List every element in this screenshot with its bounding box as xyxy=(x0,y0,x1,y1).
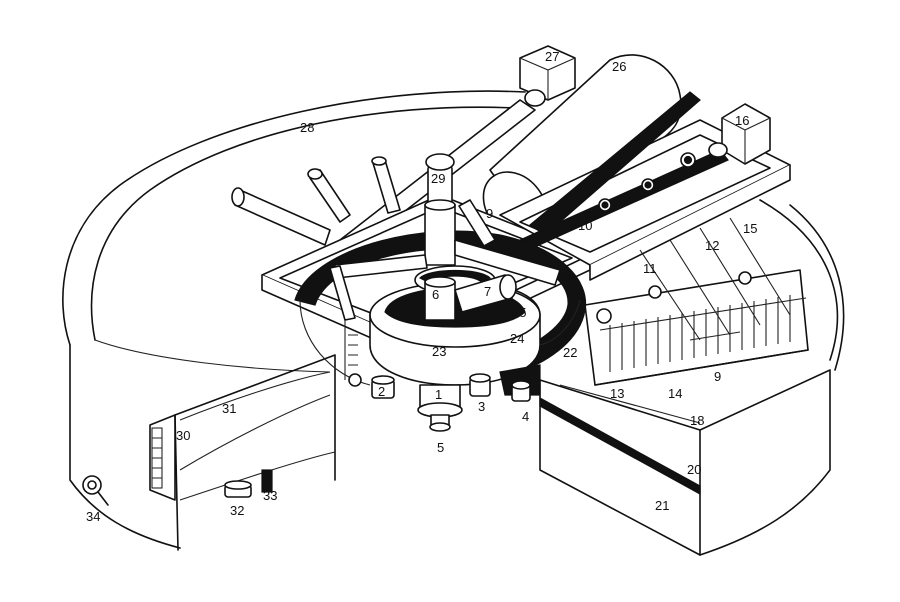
label-33: 33 xyxy=(263,488,277,503)
label-2: 2 xyxy=(378,384,385,399)
label-22: 22 xyxy=(563,345,577,360)
label-28: 28 xyxy=(300,120,314,135)
label-25: 25 xyxy=(512,305,526,320)
label-24: 24 xyxy=(510,331,524,346)
label-16: 16 xyxy=(735,113,749,128)
label-10: 10 xyxy=(578,218,592,233)
filter-basket xyxy=(584,217,809,386)
label-9a: 9 xyxy=(486,206,493,221)
central-shaft xyxy=(329,153,561,321)
label-30: 30 xyxy=(176,428,190,443)
label-12: 12 xyxy=(705,238,719,253)
label-3: 3 xyxy=(478,399,485,414)
label-7: 7 xyxy=(484,284,491,299)
label-26: 26 xyxy=(612,59,626,74)
label-15: 15 xyxy=(743,221,757,236)
label-29: 29 xyxy=(431,171,445,186)
label-18: 18 xyxy=(690,413,704,428)
basin-outlets xyxy=(348,373,531,432)
right-wall xyxy=(539,369,831,556)
central-basin xyxy=(294,230,587,386)
tank-rim xyxy=(62,90,845,373)
label-27: 27 xyxy=(545,49,559,64)
motor-box-16 xyxy=(708,103,771,165)
label-14: 14 xyxy=(668,386,682,401)
label-9b: 9 xyxy=(714,369,721,384)
label-31: 31 xyxy=(222,401,236,416)
left-wall xyxy=(69,344,336,551)
label-32: 32 xyxy=(230,503,244,518)
label-6: 6 xyxy=(432,287,439,302)
label-34: 34 xyxy=(86,509,100,524)
part-labels: 1 2 3 4 5 6 7 8 9 10 11 12 13 14 9 15 16… xyxy=(86,49,757,524)
label-20: 20 xyxy=(687,462,701,477)
label-1: 1 xyxy=(435,387,442,402)
label-13: 13 xyxy=(610,386,624,401)
label-5: 5 xyxy=(437,440,444,455)
label-4: 4 xyxy=(522,409,529,424)
label-11: 11 xyxy=(643,261,657,276)
rail-belt xyxy=(519,91,729,251)
label-23: 23 xyxy=(432,344,446,359)
bottom-fittings xyxy=(82,469,273,506)
label-8: 8 xyxy=(537,252,544,267)
label-21: 21 xyxy=(655,498,669,513)
